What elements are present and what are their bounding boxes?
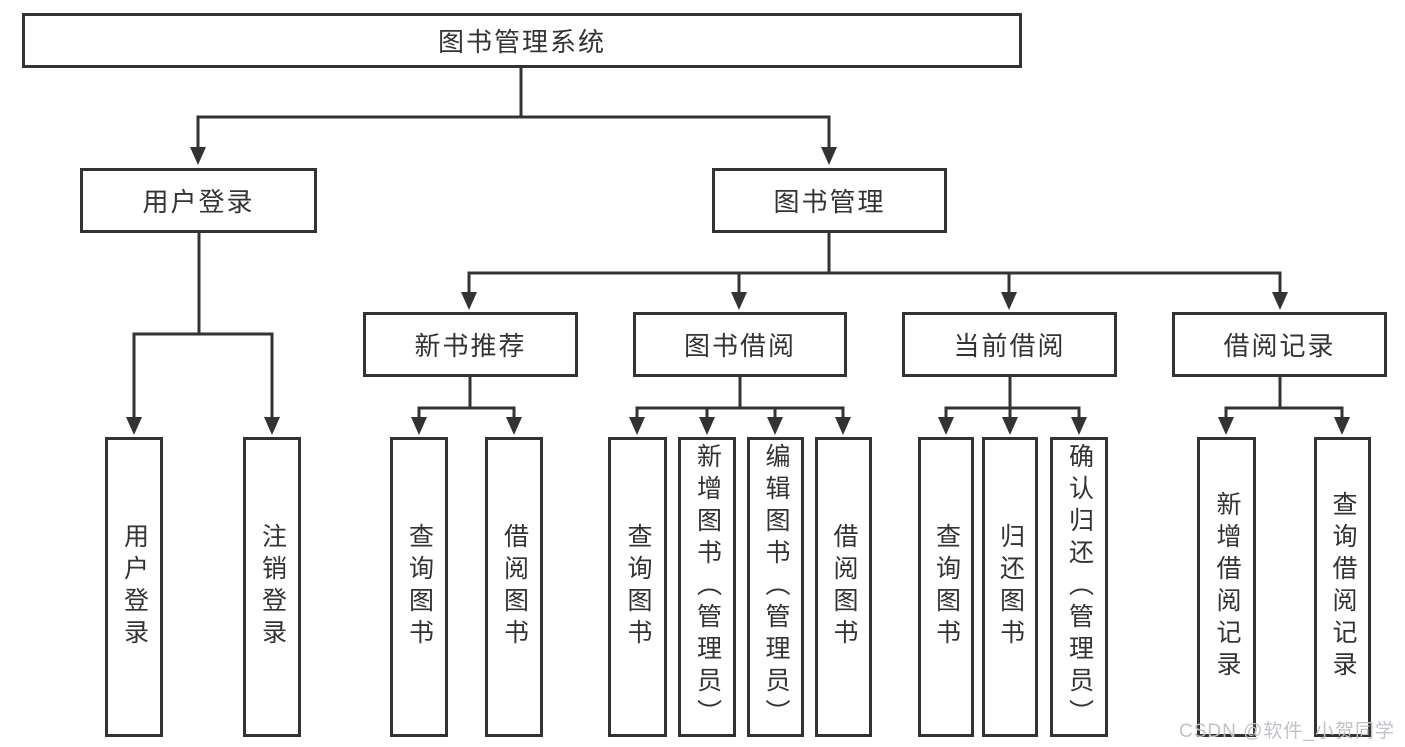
csdn-watermark: CSDN @软件_小贺同学 <box>1179 721 1395 742</box>
node-label: 新书推荐 <box>414 331 527 361</box>
arrowhead <box>767 417 783 435</box>
node-root-system: 图书管理系统 <box>22 13 1022 68</box>
connector-bookborrow-to-leaves <box>629 377 851 435</box>
leaf-label: 查询图书 <box>932 523 961 651</box>
node-label: 图书管理系统 <box>437 27 606 57</box>
arrowhead <box>835 417 851 435</box>
arrowhead <box>731 292 747 310</box>
arrowhead <box>699 417 715 435</box>
arrowhead <box>190 147 206 165</box>
leaf-label: 借阅图书 <box>830 523 858 651</box>
leaf-add-books-admin: 新增图书（管理员） <box>678 437 736 737</box>
node-new-book-recommend: 新书推荐 <box>363 312 578 377</box>
leaf-logout: 注销登录 <box>243 437 301 737</box>
connector-borrowrecord-to-leaves <box>1218 377 1350 435</box>
node-borrow-record: 借阅记录 <box>1172 312 1387 377</box>
node-label: 用户登录 <box>142 187 255 217</box>
node-book-borrow: 图书借阅 <box>633 312 847 377</box>
leaf-label: 新增借阅记录 <box>1213 491 1241 683</box>
leaf-label: 确认归还（管理员） <box>1065 443 1094 731</box>
leaf-edit-books-admin: 编辑图书（管理员） <box>747 437 804 737</box>
connector-root-to-level2 <box>190 68 837 165</box>
node-label: 当前借阅 <box>953 331 1066 361</box>
arrowhead <box>126 417 142 435</box>
leaf-return-books: 归还图书 <box>982 437 1038 737</box>
node-label: 借阅记录 <box>1223 331 1336 361</box>
arrowhead <box>1218 417 1234 435</box>
leaf-label: 归还图书 <box>996 523 1025 651</box>
leaf-label: 新增图书（管理员） <box>693 443 722 731</box>
arrowhead <box>411 417 427 435</box>
leaf-user-login: 用户登录 <box>105 437 163 737</box>
arrowhead <box>938 417 954 435</box>
leaf-label: 编辑图书（管理员） <box>762 443 790 731</box>
leaf-label: 查询图书 <box>624 523 652 651</box>
leaf-borrow-books: 借阅图书 <box>815 437 872 737</box>
leaf-add-borrow-record: 新增借阅记录 <box>1197 437 1256 737</box>
node-label: 图书借阅 <box>683 331 796 361</box>
arrowhead <box>1071 417 1087 435</box>
arrowhead <box>506 417 522 435</box>
arrowhead <box>1272 292 1288 310</box>
connector-userlogin-to-leaves <box>126 233 280 435</box>
leaf-label: 借阅图书 <box>500 523 529 651</box>
arrowhead <box>264 417 280 435</box>
leaf-query-borrow-record: 查询借阅记录 <box>1314 437 1371 737</box>
arrowhead <box>629 417 645 435</box>
leaf-query-books-borrow: 查询图书 <box>608 437 667 737</box>
node-current-borrow: 当前借阅 <box>902 312 1117 377</box>
leaf-query-books-recommend: 查询图书 <box>390 437 448 737</box>
arrowhead <box>1334 417 1350 435</box>
arrowhead <box>1002 417 1018 435</box>
leaf-label: 注销登录 <box>258 523 287 651</box>
leaf-label: 查询借阅记录 <box>1329 491 1357 683</box>
node-label: 图书管理 <box>773 187 886 217</box>
node-book-management: 图书管理 <box>712 168 947 233</box>
connector-newbooks-to-leaves <box>411 377 522 435</box>
leaf-borrow-books-recommend: 借阅图书 <box>485 437 543 737</box>
leaf-confirm-return-admin: 确认归还（管理员） <box>1050 437 1108 737</box>
leaf-label: 查询图书 <box>405 523 434 651</box>
leaf-label: 用户登录 <box>120 523 149 651</box>
arrowhead <box>1001 292 1017 310</box>
connector-currentborrow-to-leaves <box>938 377 1087 435</box>
arrowhead <box>821 147 837 165</box>
node-user-login: 用户登录 <box>80 168 317 233</box>
arrowhead <box>461 292 477 310</box>
connector-bookmgmt-to-level3 <box>461 233 1288 310</box>
leaf-query-books-current: 查询图书 <box>918 437 974 737</box>
